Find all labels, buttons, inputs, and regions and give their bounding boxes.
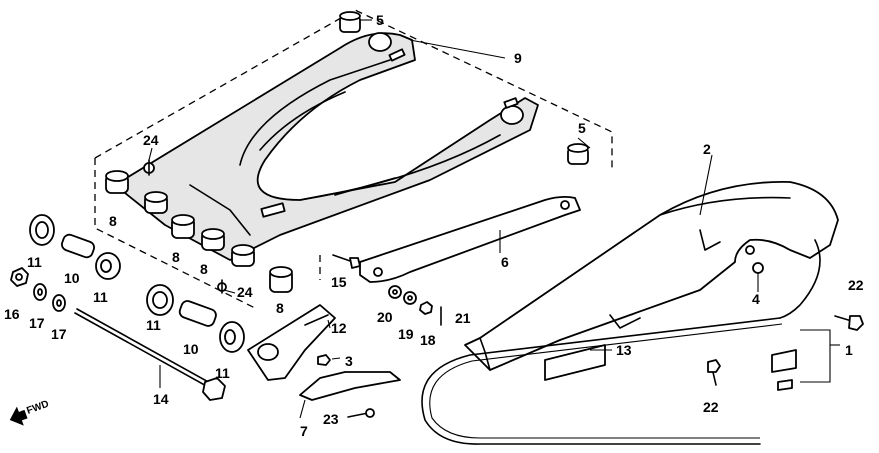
label-21: 21 xyxy=(455,310,471,326)
label-24-bottom: 24 xyxy=(237,284,253,300)
label-5-right: 5 xyxy=(578,120,586,136)
collar-8-d[interactable] xyxy=(201,228,225,251)
label-10-upper: 10 xyxy=(64,270,80,286)
label-8-b: 8 xyxy=(172,249,180,265)
label-8-d: 8 xyxy=(276,300,284,316)
swingarm[interactable] xyxy=(114,32,539,261)
label-9: 9 xyxy=(514,50,522,66)
label-5-top: 5 xyxy=(376,12,384,28)
bolt-15[interactable] xyxy=(332,254,361,269)
grease-fitting-24-bottom[interactable] xyxy=(217,279,227,294)
washer-17-b[interactable] xyxy=(52,294,66,312)
pivot-bolt-14[interactable] xyxy=(74,308,226,401)
label-4: 4 xyxy=(752,291,760,307)
bearing-11-upper-right[interactable] xyxy=(95,252,121,280)
label-12: 12 xyxy=(331,320,347,336)
washer-19[interactable] xyxy=(403,291,417,305)
collar-8-c[interactable] xyxy=(171,214,195,239)
label-22-right: 22 xyxy=(848,277,864,293)
label-23: 23 xyxy=(323,411,339,427)
forward-direction-arrow: FWD xyxy=(9,399,50,426)
label-17-a: 17 xyxy=(29,315,45,331)
label-3: 3 xyxy=(345,353,353,369)
caution-label-13[interactable] xyxy=(544,344,606,381)
label-10-lower: 10 xyxy=(183,341,199,357)
label-17-b: 17 xyxy=(51,326,67,342)
part-number-labels: 1 2 3 4 5 5 6 7 8 8 8 8 9 10 10 11 11 11… xyxy=(4,12,864,439)
swingarm-assembly-boundary xyxy=(94,9,613,309)
label-24-top: 24 xyxy=(143,132,159,148)
bolt-22-bottom[interactable] xyxy=(707,359,721,386)
bolt-22-right[interactable] xyxy=(834,315,864,331)
washer-17-a[interactable] xyxy=(33,283,47,301)
collar-8-f[interactable] xyxy=(269,266,293,293)
label-18: 18 xyxy=(420,332,436,348)
label-11-d: 11 xyxy=(215,365,230,381)
chain-slider-12[interactable] xyxy=(247,304,336,381)
bearing-11-lower-right[interactable] xyxy=(219,321,245,353)
collar-10-upper[interactable] xyxy=(60,233,96,259)
label-2: 2 xyxy=(703,141,711,157)
label-8-a: 8 xyxy=(109,213,117,229)
collar-8-a[interactable] xyxy=(105,170,129,194)
bushing-5-top[interactable] xyxy=(339,11,361,33)
nut-18[interactable] xyxy=(419,301,433,315)
bushing-5-right[interactable] xyxy=(567,143,589,165)
collar-8-b[interactable] xyxy=(144,191,168,214)
chain-kit-1[interactable] xyxy=(771,329,831,391)
collar-10-lower[interactable] xyxy=(178,299,218,327)
label-15: 15 xyxy=(331,274,347,290)
label-19: 19 xyxy=(398,326,414,342)
bearing-11-upper-left[interactable] xyxy=(29,214,55,246)
nut-16[interactable] xyxy=(10,267,29,287)
bearing-11-lower-left[interactable] xyxy=(146,284,174,316)
collar-8-e[interactable] xyxy=(231,244,255,267)
torque-link-6[interactable] xyxy=(359,195,581,283)
label-11-a: 11 xyxy=(27,254,42,270)
bolt-3[interactable] xyxy=(317,354,331,366)
fwd-label: FWD xyxy=(25,399,50,417)
label-13: 13 xyxy=(616,342,632,358)
label-8-c: 8 xyxy=(200,261,208,277)
label-11-b: 11 xyxy=(93,289,108,305)
label-22-bottom: 22 xyxy=(703,399,719,415)
bolt-23[interactable] xyxy=(347,408,375,418)
leader-lines xyxy=(148,19,840,419)
label-11-c: 11 xyxy=(146,317,161,333)
drive-chain xyxy=(421,239,821,445)
washer-20[interactable] xyxy=(388,285,402,299)
chain-guard-7[interactable] xyxy=(299,371,401,401)
label-6: 6 xyxy=(501,254,509,270)
label-14: 14 xyxy=(153,391,169,407)
grease-fitting-24-top[interactable] xyxy=(143,159,155,176)
label-20: 20 xyxy=(377,309,393,325)
label-1: 1 xyxy=(845,342,853,358)
label-16: 16 xyxy=(4,306,20,322)
label-7: 7 xyxy=(300,423,308,439)
